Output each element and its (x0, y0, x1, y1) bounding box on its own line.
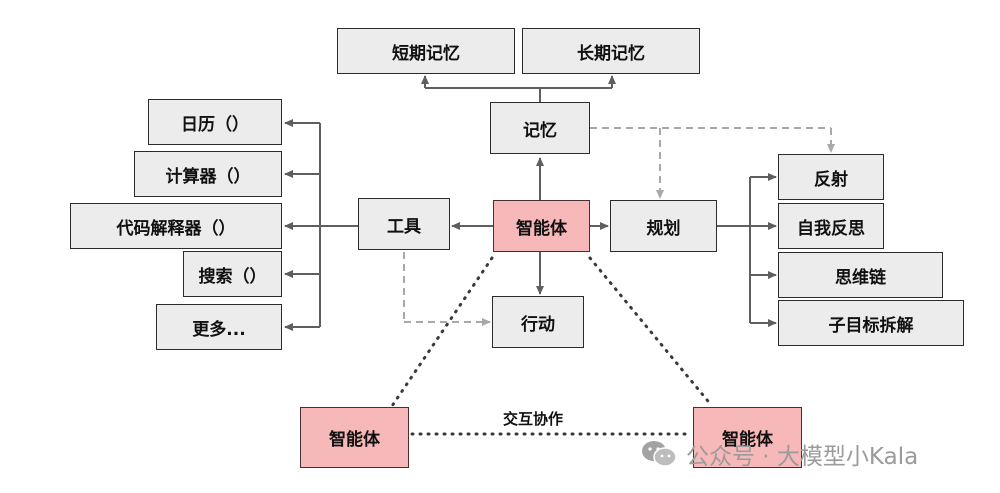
node-agent-center: 智能体 (493, 200, 590, 252)
node-memory: 记忆 (490, 102, 590, 154)
node-plan-self-critique: 自我反思 (778, 203, 884, 249)
node-tools: 工具 (358, 198, 450, 250)
node-agent-left: 智能体 (300, 407, 409, 468)
node-plan-reflection: 反射 (778, 154, 884, 200)
edge-memory-dashed (590, 127, 835, 199)
node-planning: 规划 (610, 200, 717, 252)
node-action: 行动 (492, 296, 584, 348)
node-long-term-memory: 长期记忆 (522, 28, 700, 74)
node-tool-more: 更多... (156, 304, 282, 350)
node-tool-code-interpreter: 代码解释器（） (70, 203, 282, 249)
node-tool-calendar: 日历（） (148, 99, 282, 145)
edge-collaboration-dotted (390, 256, 714, 436)
node-tool-search: 搜索（） (183, 251, 282, 297)
node-plan-chain-of-thought: 思维链 (778, 252, 943, 298)
edge-tools-split (284, 119, 358, 331)
node-plan-subgoal-decomposition: 子目标拆解 (778, 300, 964, 346)
node-agent-right: 智能体 (693, 407, 802, 468)
node-tool-calculator: 计算器（） (134, 151, 282, 197)
watermark-text: 公众号 · 大模型小Kala (686, 444, 919, 470)
edge-tools-action-dashed (403, 252, 491, 326)
node-short-term-memory: 短期记忆 (337, 28, 515, 74)
label-collaboration: 交互协作 (503, 410, 564, 428)
edge-memory-split (421, 75, 616, 102)
wechat-icon (642, 441, 677, 467)
edge-planning-split (717, 173, 777, 327)
watermark: 公众号 · 大模型小Kala (640, 436, 918, 472)
